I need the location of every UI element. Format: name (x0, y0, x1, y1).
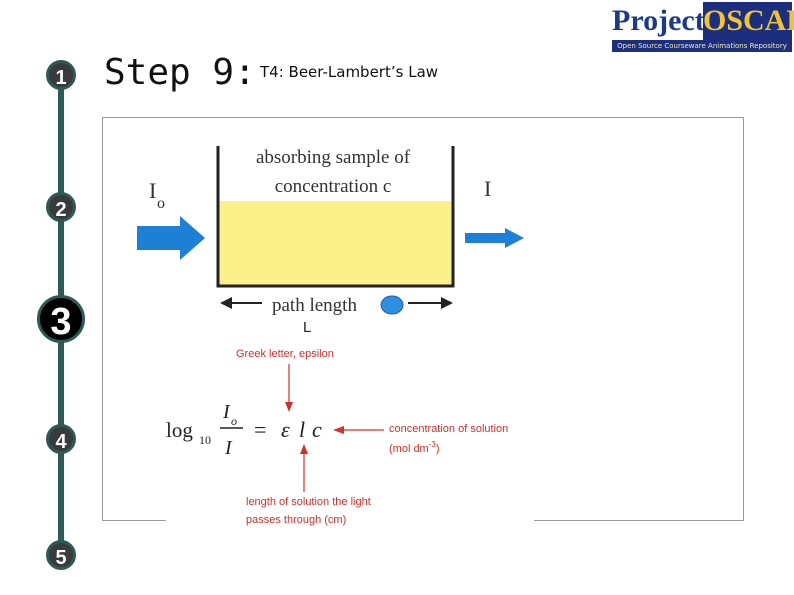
length-note-line2: passes through (cm) (246, 514, 346, 526)
sample-cuvette (216, 146, 455, 288)
incident-intensity-label: I (149, 178, 156, 203)
step-title: Step 9: (104, 52, 256, 93)
project-oscar-logo: Project OSCAR Open Source Courseware Ani… (612, 2, 794, 52)
concentration-note-unit: (mol dm (389, 443, 429, 455)
diagram-frame (102, 117, 744, 521)
epsilon-pointer-arrowhead (285, 402, 293, 412)
transmitted-light-arrow (465, 228, 524, 248)
equation-log-base: 10 (199, 433, 211, 447)
logo-word-oscar: OSCAR (703, 2, 794, 40)
path-length-symbol: L (303, 319, 311, 336)
concentration-pointer-arrowhead (333, 426, 344, 434)
step-3-button-active[interactable]: 3 (37, 295, 85, 343)
equation-numerator: I (222, 401, 231, 423)
equation-log: log (166, 418, 193, 442)
step-subtitle: T4: Beer-Lambert’s Law (260, 63, 439, 81)
concentration-note-exponent: -3 (429, 440, 437, 449)
logo-tagline: Open Source Courseware Animations Reposi… (612, 40, 792, 52)
incident-intensity-subscript: o (157, 195, 165, 212)
sample-label-line2: concentration c (275, 176, 392, 197)
concentration-note-line1: concentration of solution (389, 423, 508, 435)
length-pointer-arrowhead (300, 444, 308, 454)
step-5-button[interactable]: 5 (46, 540, 76, 570)
equation-epsilon: ε (281, 417, 290, 442)
step-1-button[interactable]: 1 (46, 60, 76, 90)
transmitted-intensity-label: I (484, 176, 491, 201)
path-length-right-arrowhead (441, 297, 453, 309)
path-length-left-arrowhead (220, 297, 232, 309)
equation-equals: = (254, 417, 266, 442)
solution-fill (219, 201, 452, 285)
epsilon-note: Greek letter, epsilon (236, 348, 334, 360)
length-note-line1: length of solution the light (246, 496, 371, 508)
step-2-button[interactable]: 2 (46, 192, 76, 222)
concentration-note-line2: (mol dm-3) (389, 440, 440, 455)
equation-numerator-subscript: o (231, 414, 237, 428)
path-length-oval-marker (380, 295, 404, 315)
incident-light-arrow (137, 216, 205, 260)
equation-denominator: I (224, 437, 233, 459)
logo-word-project: Project (612, 2, 705, 40)
sample-label-line1: absorbing sample of (256, 147, 411, 168)
equation-l: l (299, 417, 305, 442)
equation-c: c (312, 417, 322, 442)
concentration-note-close: ) (436, 443, 440, 455)
frame-gap (166, 516, 534, 536)
step-4-button[interactable]: 4 (46, 424, 76, 454)
path-length-label: path length (272, 295, 357, 316)
